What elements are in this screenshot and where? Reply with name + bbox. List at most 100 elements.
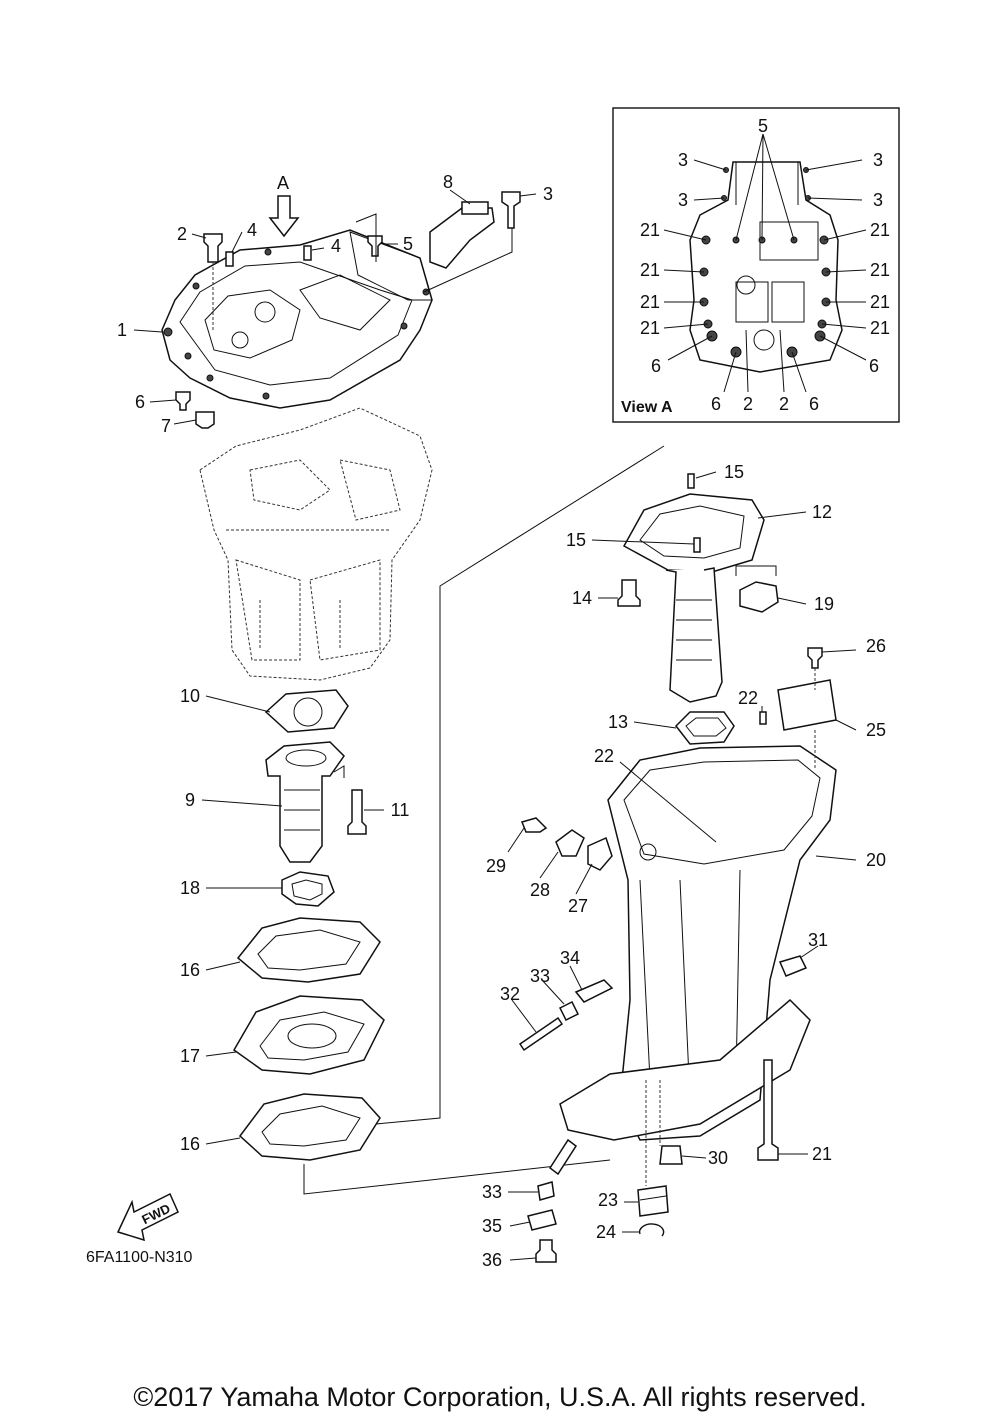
callout: 24 bbox=[596, 1222, 616, 1242]
callout: 33 bbox=[482, 1182, 502, 1202]
callout: 19 bbox=[814, 594, 834, 614]
bushing bbox=[637, 1185, 669, 1217]
callout: 35 bbox=[482, 1216, 502, 1236]
view-a-label: View A bbox=[621, 399, 673, 416]
fwd-indicator: FWD bbox=[116, 1192, 179, 1242]
callout: 6 bbox=[135, 392, 145, 412]
callout: 12 bbox=[812, 502, 832, 522]
callout: 28 bbox=[530, 880, 550, 900]
callout: 30 bbox=[708, 1148, 728, 1168]
bolt bbox=[175, 391, 191, 411]
view-callout: 6 bbox=[809, 394, 819, 414]
drain-bolt bbox=[203, 233, 223, 263]
bolt bbox=[501, 191, 521, 229]
view-a-bolts bbox=[699, 167, 831, 358]
view-callout: 2 bbox=[779, 394, 789, 414]
view-callout: 21 bbox=[870, 260, 890, 280]
rubber-seal bbox=[739, 581, 779, 613]
view-callout: 6 bbox=[651, 356, 661, 376]
diagram-code: 6FA1100-N310 bbox=[86, 1249, 193, 1266]
dowel-pin bbox=[225, 251, 234, 267]
callout: 7 bbox=[161, 416, 171, 436]
exhaust-manifold bbox=[265, 741, 345, 863]
grommet bbox=[659, 1145, 683, 1165]
callout: 17 bbox=[180, 1046, 200, 1066]
callout: 23 bbox=[598, 1190, 618, 1210]
copyright-notice: ©2017 Yamaha Motor Corporation, U.S.A. A… bbox=[133, 1382, 867, 1412]
view-callout: 21 bbox=[870, 220, 890, 240]
bolt bbox=[535, 1239, 557, 1263]
ghost-engine-block bbox=[199, 407, 433, 681]
top-leaders bbox=[133, 189, 537, 425]
callout: 15 bbox=[724, 462, 744, 482]
left-gasket-stack: 10 9 11 18 16 17 16 bbox=[180, 445, 665, 1195]
fwd-arrow-icon bbox=[116, 1192, 179, 1242]
seal-ring bbox=[281, 871, 335, 907]
callout: 16 bbox=[180, 1134, 200, 1154]
callout: 3 bbox=[543, 184, 553, 204]
callout: 22 bbox=[594, 746, 614, 766]
hose-clip bbox=[537, 1181, 555, 1201]
anti-cavitation-plate bbox=[559, 998, 811, 1141]
gasket bbox=[238, 1093, 381, 1161]
view-a-frame bbox=[612, 107, 900, 423]
callout: 21 bbox=[812, 1144, 832, 1164]
view-callout: 3 bbox=[678, 150, 688, 170]
view-a-bore bbox=[736, 275, 756, 295]
bolt bbox=[757, 1059, 779, 1161]
gasket bbox=[264, 689, 349, 733]
clamp bbox=[555, 829, 585, 857]
bolt bbox=[520, 817, 548, 833]
upper-casing bbox=[607, 745, 837, 1141]
upper-casing-cluster: A bbox=[117, 172, 553, 436]
callout: 25 bbox=[866, 720, 886, 740]
callout: 31 bbox=[808, 930, 828, 950]
screw bbox=[807, 647, 823, 669]
callout: 2 bbox=[177, 224, 187, 244]
water-fitting bbox=[518, 1016, 564, 1052]
view-arrow-label: A bbox=[277, 173, 289, 193]
callout: 15 bbox=[566, 530, 586, 550]
callout: 9 bbox=[185, 790, 195, 810]
view-a-window-left bbox=[735, 281, 769, 323]
view-callout: 21 bbox=[640, 220, 660, 240]
view-callout: 5 bbox=[758, 116, 768, 136]
bolt bbox=[617, 579, 641, 607]
bolt bbox=[347, 789, 367, 835]
view-callout: 21 bbox=[870, 292, 890, 312]
callout: 4 bbox=[331, 236, 341, 256]
view-a-leaders bbox=[663, 133, 867, 393]
view-callout: 21 bbox=[640, 318, 660, 338]
callout: 1 bbox=[117, 320, 127, 340]
dowel-pin bbox=[303, 245, 312, 261]
bracket bbox=[778, 955, 808, 977]
callout: 20 bbox=[866, 850, 886, 870]
callout: 4 bbox=[247, 220, 257, 240]
callout: 27 bbox=[568, 896, 588, 916]
view-callout: 21 bbox=[870, 318, 890, 338]
callout: 36 bbox=[482, 1250, 502, 1270]
dowel-pin bbox=[687, 473, 695, 489]
view-callout: 21 bbox=[640, 260, 660, 280]
exhaust-guide-plate bbox=[161, 229, 433, 409]
plug bbox=[195, 411, 215, 429]
exhaust-hose bbox=[429, 207, 495, 269]
water-hose bbox=[574, 979, 614, 1003]
grommet bbox=[587, 836, 613, 871]
exhaust-tube bbox=[665, 567, 723, 703]
separator-plate bbox=[233, 995, 385, 1075]
callout: 16 bbox=[180, 960, 200, 980]
view-callout: 3 bbox=[873, 150, 883, 170]
view-callout: 6 bbox=[869, 356, 879, 376]
view-a-bore-lower bbox=[753, 329, 775, 351]
dowel-pin bbox=[759, 711, 767, 725]
callout: 29 bbox=[486, 856, 506, 876]
view-callout: 21 bbox=[640, 292, 660, 312]
hose-clip bbox=[558, 1000, 580, 1022]
plate-bolts bbox=[163, 248, 430, 400]
callout: 14 bbox=[572, 588, 592, 608]
callout: 22 bbox=[738, 688, 758, 708]
callout: 13 bbox=[608, 712, 628, 732]
callout: 34 bbox=[560, 948, 580, 968]
